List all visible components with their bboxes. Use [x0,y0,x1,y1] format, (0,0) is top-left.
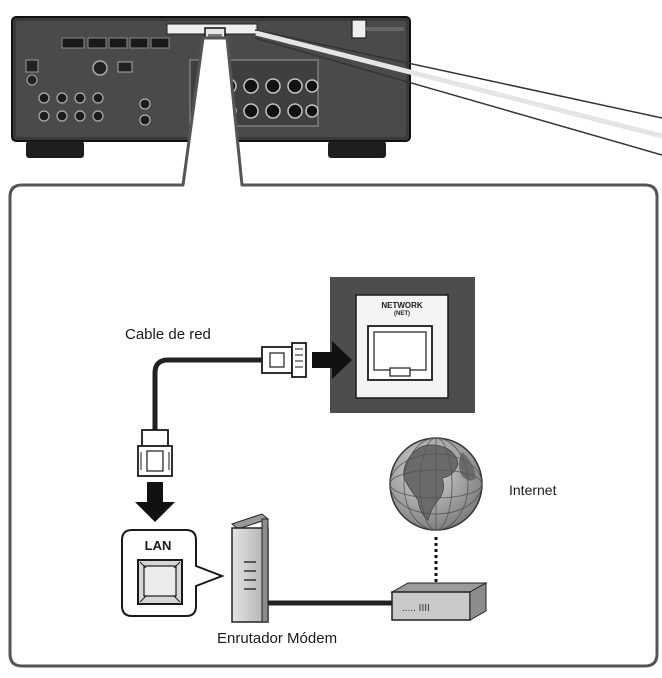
rj45-plug-icon [261,342,307,378]
lan-label: LAN [144,538,172,553]
rj45-plug-icon [137,429,173,477]
network-port-sublabel: (NET) [394,311,410,317]
network-port-label: NETWORK [381,301,423,310]
router-icon [230,513,270,623]
network-cable [152,357,266,435]
network-port-icon [330,277,475,413]
cable-label: Cable de red [125,326,211,343]
modem-indicator-lights: ..... IIII [402,603,430,614]
globe-icon [389,437,483,531]
internet-label: Internet [509,482,557,498]
modem-icon: ..... IIII [390,582,488,621]
router-modem-label: Enrutador Módem [217,630,338,647]
arrow-right-icon [312,341,352,379]
lan-port-icon [121,529,225,617]
arrow-down-icon [135,482,175,522]
